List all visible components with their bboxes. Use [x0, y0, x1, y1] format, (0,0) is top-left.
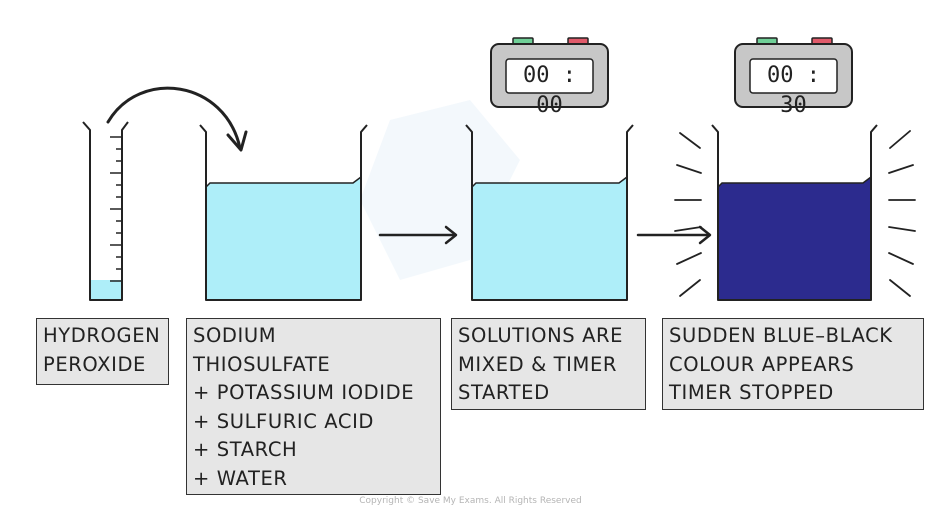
beaker-thiosulfate — [199, 124, 368, 301]
timer-start-display — [505, 58, 594, 94]
copyright-notice: Copyright © Save My Exams. All Rights Re… — [359, 496, 582, 506]
beaker-mixed-outline — [465, 124, 634, 301]
beaker-thiosulfate-outline — [199, 124, 368, 301]
timer-end-reading: 00 : 30 — [767, 63, 820, 118]
beaker-result — [711, 124, 878, 301]
beaker-result-outline — [711, 124, 878, 301]
hydrogen-peroxide-liquid — [90, 280, 122, 299]
timer-end-display — [749, 58, 838, 94]
beaker-mixed — [465, 124, 634, 301]
label-colour-appears: SUDDEN BLUE–BLACK COLOUR APPEARS TIMER S… — [662, 318, 924, 410]
label-thiosulfate-mix: SODIUM THIOSULFATE + POTASSIUM IODIDE + … — [186, 318, 441, 495]
beaker-result-liquid — [718, 177, 871, 300]
colour-change-emphasis-lines — [674, 130, 916, 297]
beaker-thiosulfate-liquid — [206, 177, 361, 300]
timer-start — [490, 37, 609, 108]
timer-start-reading: 00 : 00 — [523, 63, 576, 118]
label-solutions-mixed: SOLUTIONS ARE MIXED & TIMER STARTED — [451, 318, 646, 410]
measuring-cylinder — [82, 121, 129, 301]
arrow-to-mixed — [378, 225, 458, 245]
beaker-mixed-liquid — [472, 177, 627, 300]
cylinder-outline — [82, 121, 129, 301]
arrow-to-result — [636, 225, 712, 245]
label-hydrogen-peroxide: HYDROGEN PEROXIDE — [36, 318, 169, 385]
cylinder-graduations — [110, 136, 122, 282]
pour-arrow — [106, 86, 248, 152]
timer-end — [734, 37, 853, 108]
